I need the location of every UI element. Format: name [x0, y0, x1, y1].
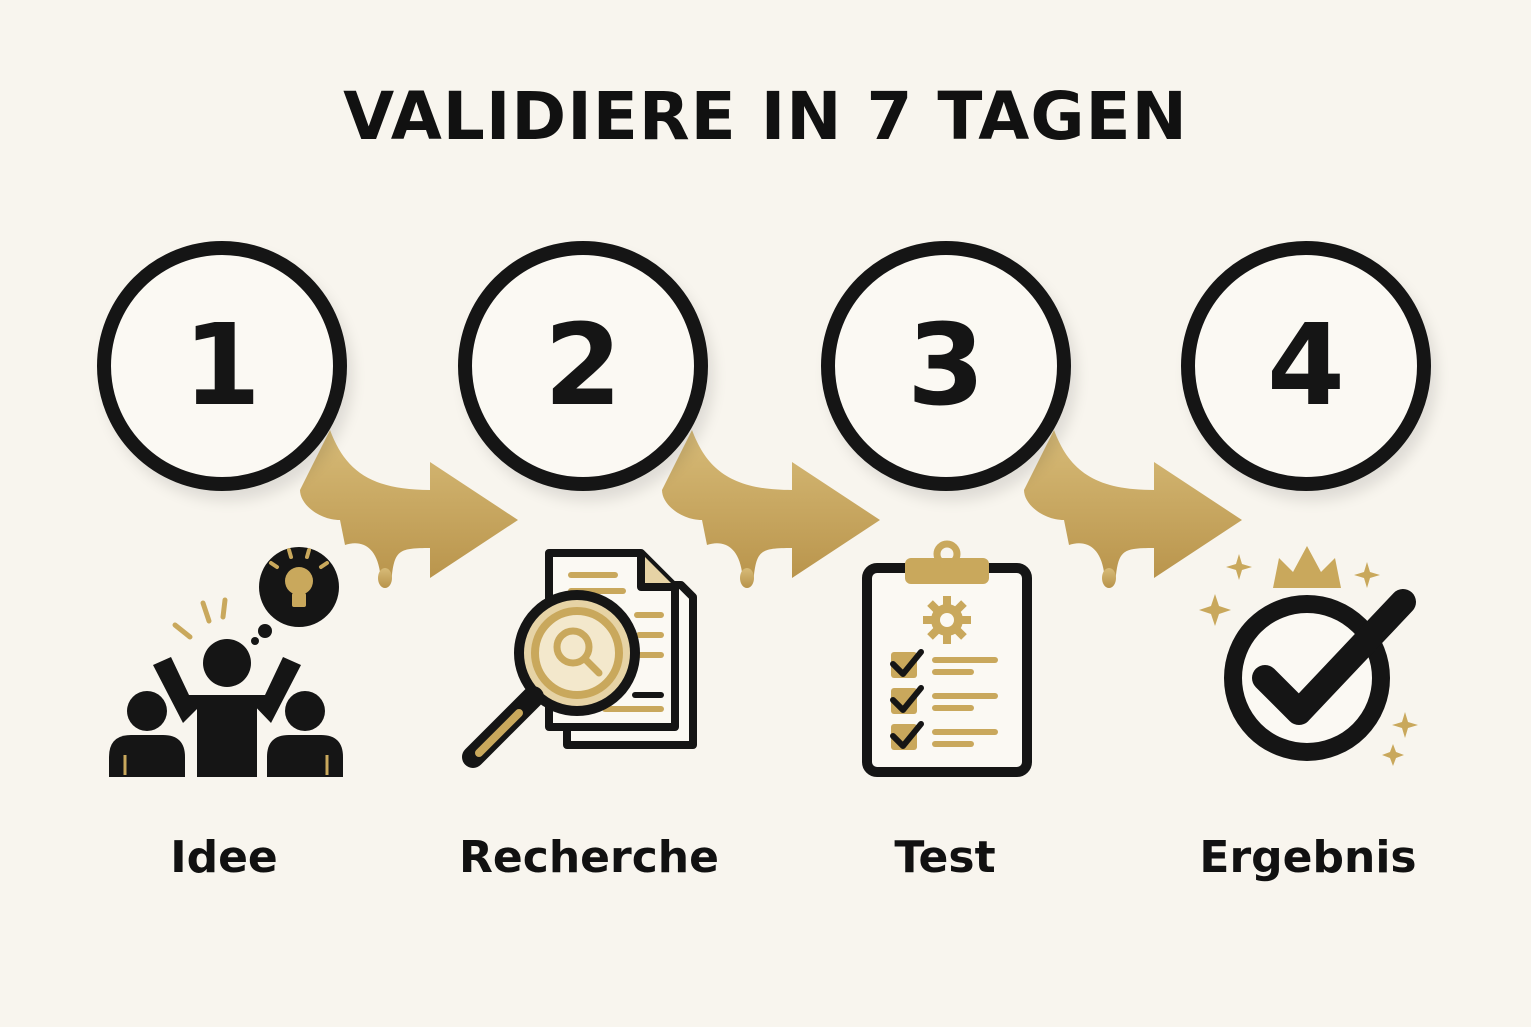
- magnifier-documents-icon: [462, 549, 697, 768]
- step-2-label: Recherche: [459, 832, 719, 883]
- step-3-number: 3: [907, 301, 985, 431]
- step-2-circle: 2: [458, 241, 708, 491]
- step-4-circle: 4: [1181, 241, 1431, 491]
- step-3-circle: 3: [821, 241, 1071, 491]
- step-4-label: Ergebnis: [1199, 832, 1417, 883]
- clipboard-checklist-icon: [862, 540, 1032, 777]
- step-1-label: Idee: [170, 832, 278, 883]
- crown-checkmark-icon: [1199, 546, 1418, 766]
- step-1-circle: 1: [97, 241, 347, 491]
- arrow-2-3-icon: [662, 430, 880, 588]
- people-idea-icon: [109, 547, 343, 777]
- arrow-3-4-icon: [1024, 430, 1242, 588]
- step-3-label: Test: [894, 832, 996, 883]
- step-2-number: 2: [544, 301, 622, 431]
- page-title: VALIDIERE IN 7 TAGEN: [343, 78, 1188, 155]
- step-4-number: 4: [1267, 301, 1345, 431]
- arrow-1-2-icon: [300, 430, 518, 588]
- step-1-number: 1: [183, 301, 261, 431]
